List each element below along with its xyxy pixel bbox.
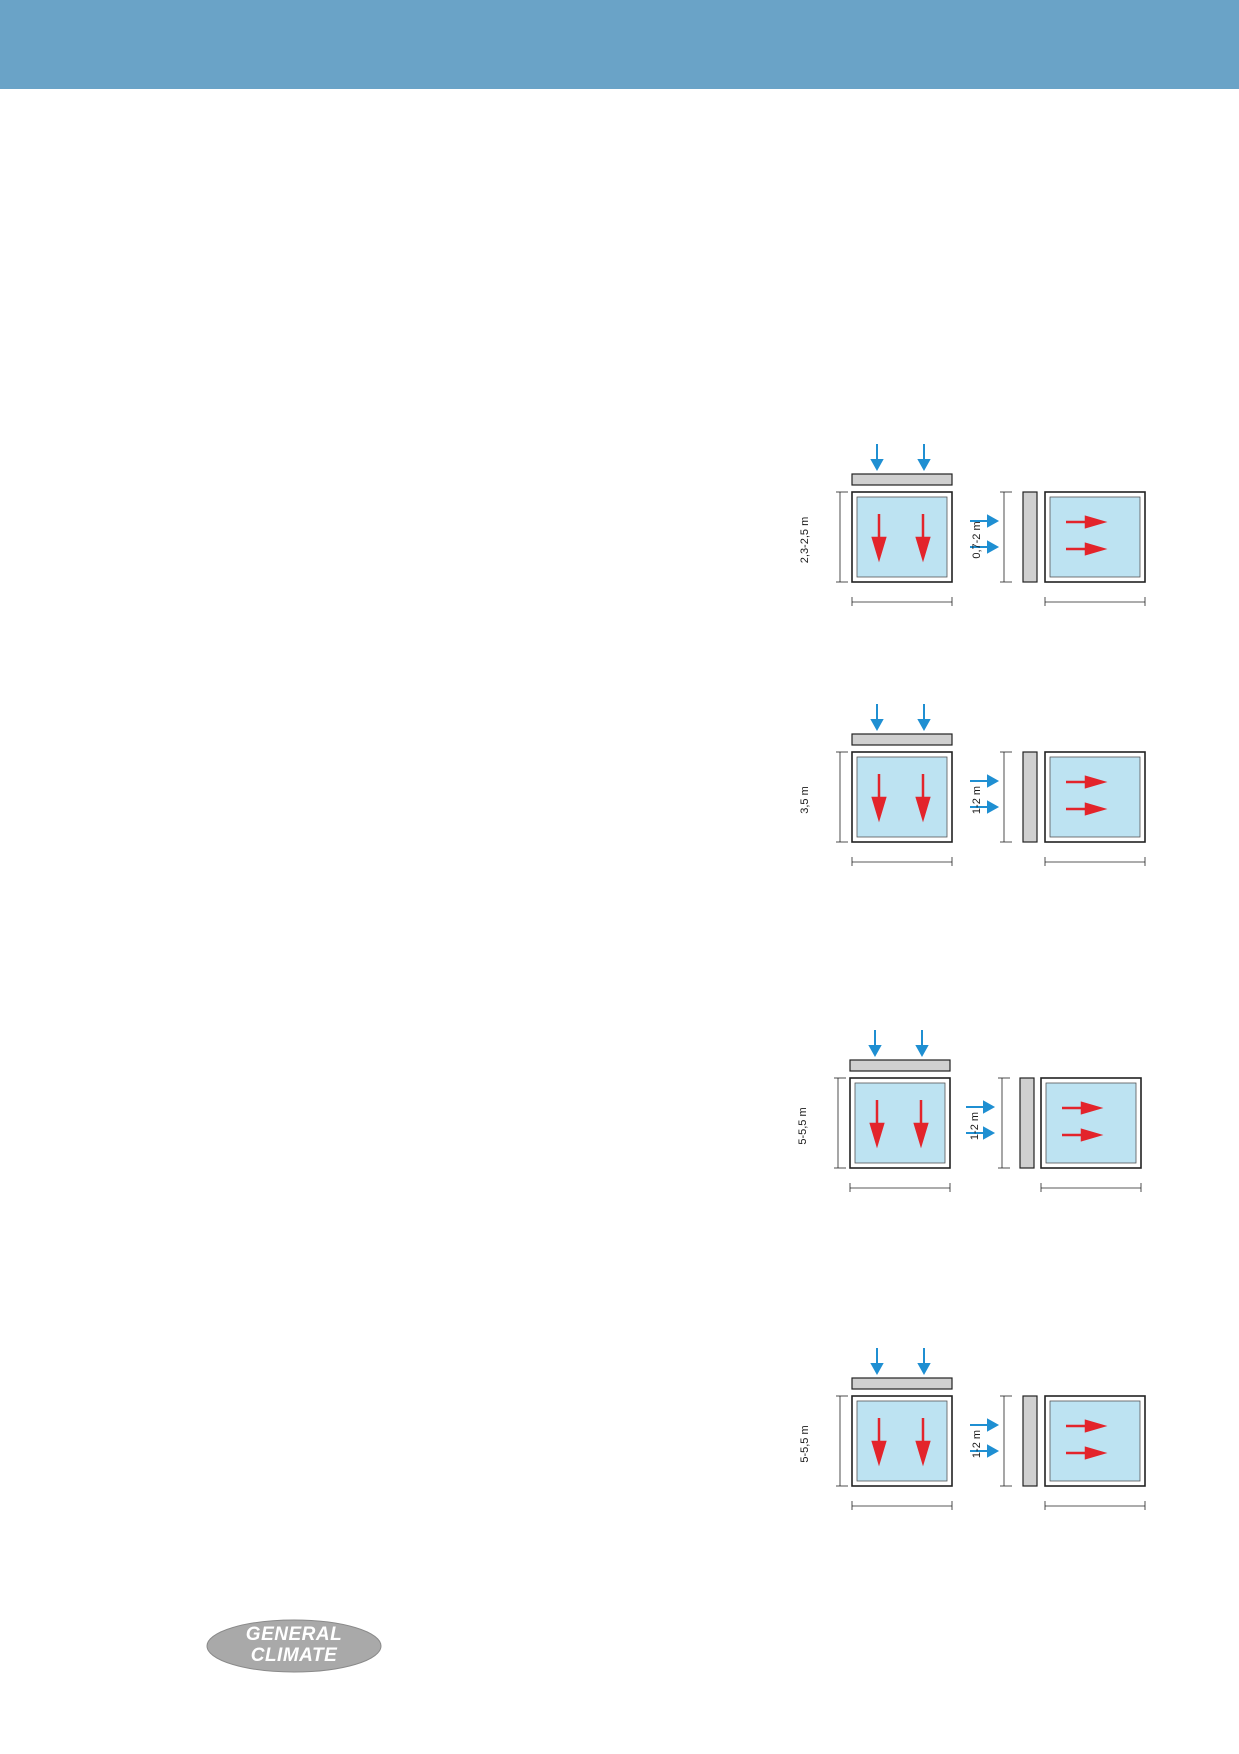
header-band [0, 0, 1239, 89]
warm-flow-arrow-icon [871, 774, 931, 823]
distance-dimension-label: 1-2 m [971, 1429, 983, 1459]
warm-flow-arrow-icon [869, 1100, 929, 1149]
inlet-arrow-icon [868, 1030, 929, 1058]
side-inlet-arrow-icon [970, 1418, 1000, 1458]
warm-flow-arrow-icon [1066, 775, 1108, 816]
height-dimension-label: 5-5,5 m [797, 1107, 809, 1145]
airflow-diagram-3: 5-5,5 m 1-2 m [797, 1026, 1180, 1226]
inlet-arrow-icon [870, 704, 931, 732]
distance-dimension-label: 1-2 m [969, 1111, 981, 1141]
logo-text-line2: CLIMATE [250, 1645, 338, 1666]
warm-flow-arrow-icon [871, 1418, 931, 1467]
side-inlet-arrow-icon [970, 774, 1000, 814]
side-inlet-arrow-icon [966, 1100, 996, 1140]
diagram-graphic [834, 1030, 1142, 1192]
diagram-graphic [836, 704, 1146, 866]
logo-text-line1: GENERAL [245, 1624, 343, 1645]
diagram-graphic [836, 444, 1146, 606]
warm-flow-arrow-icon [1062, 1101, 1104, 1142]
height-dimension-label: 3,5 m [799, 786, 811, 814]
distance-dimension-label: 1-2 m [971, 785, 983, 815]
height-dimension-label: 5-5,5 m [799, 1425, 811, 1463]
warm-flow-arrow-icon [871, 514, 931, 563]
general-climate-logo: GENERAL CLIMATE [205, 1618, 383, 1674]
airflow-diagram-2: 3,5 m 1-2 m [799, 700, 1180, 900]
distance-dimension-label: 0,7-2 m [971, 521, 983, 559]
warm-flow-arrow-icon [1066, 1419, 1108, 1460]
diagram-graphic [836, 1348, 1146, 1510]
inlet-arrow-icon [870, 1348, 931, 1376]
airflow-diagram-1: 2,3-2,5 m 0,7-2 m [799, 440, 1180, 640]
side-inlet-arrow-icon [970, 514, 1000, 554]
height-dimension-label: 2,3-2,5 m [799, 516, 811, 564]
inlet-arrow-icon [870, 444, 931, 472]
airflow-diagram-4: 5-5,5 m 1-2 m [799, 1344, 1180, 1544]
logo-ellipse [206, 1619, 382, 1673]
warm-flow-arrow-icon [1066, 515, 1108, 556]
